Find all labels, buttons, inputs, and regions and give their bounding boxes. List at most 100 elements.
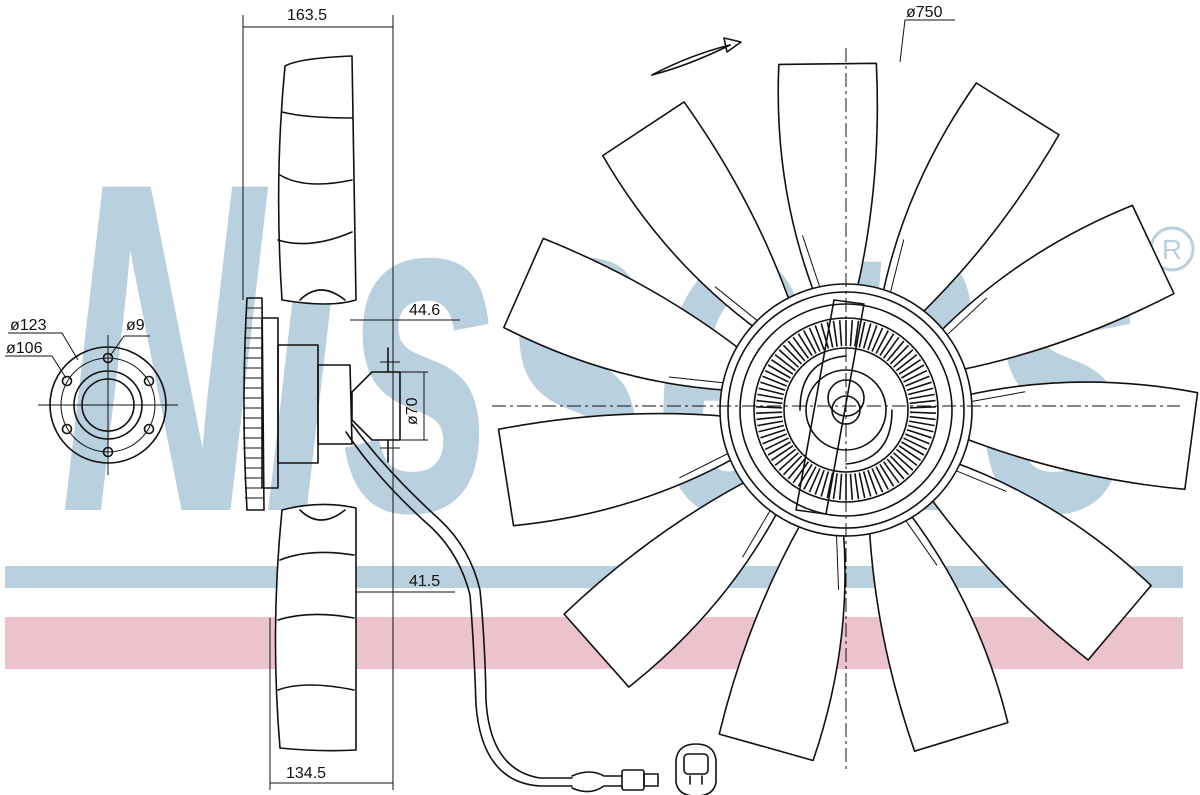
hub-fin — [838, 320, 843, 347]
hub-fin — [862, 471, 872, 497]
hub-fin — [862, 323, 872, 349]
hub-fin — [909, 406, 936, 409]
hub-fin — [903, 437, 928, 451]
hub-fin — [782, 344, 803, 365]
hub-fin — [893, 452, 914, 471]
fan-blade-root-line — [679, 452, 729, 479]
clutch-fins-front — [756, 320, 936, 500]
hub-fin — [879, 463, 895, 487]
hub-fin — [907, 424, 934, 433]
hub-fin — [758, 387, 785, 396]
fan-blade — [563, 478, 781, 688]
fan-blade-root-line — [801, 235, 821, 288]
hub-fin — [905, 433, 930, 445]
hub-fin — [767, 441, 791, 456]
hub-fin — [758, 424, 785, 433]
pilot-diameter-label: ø70 — [404, 397, 421, 425]
hub-fin — [762, 433, 787, 445]
hub-fin — [886, 458, 905, 480]
hub-bolt-circle-label: ø106 — [6, 340, 43, 357]
hub-fin — [778, 349, 799, 368]
hub-fin — [826, 472, 834, 499]
fan-diameter-label: ø750 — [906, 4, 943, 21]
hub-fin — [903, 369, 928, 383]
hub-fin — [757, 420, 784, 427]
hub-fin — [882, 336, 900, 359]
fan-blade — [868, 509, 1009, 752]
hub-fin — [901, 441, 925, 456]
hub-fin — [782, 455, 803, 476]
hub-fin — [756, 399, 783, 405]
fan-blade-root-line — [742, 509, 772, 558]
clutch-fins — [243, 307, 263, 499]
hub-fin — [820, 471, 830, 497]
fan-blades — [497, 62, 1199, 762]
hub-fin — [858, 472, 866, 499]
hub-fin — [898, 359, 922, 375]
hub-fin — [879, 333, 895, 357]
hub-fin — [756, 406, 783, 409]
hub-fin — [886, 340, 905, 362]
hub-fin — [898, 445, 922, 461]
hub-fin — [871, 468, 884, 493]
hub-fin — [889, 455, 910, 476]
hub-fin — [814, 325, 825, 351]
fan-diameter-leader — [899, 19, 955, 63]
registered-mark: R — [1162, 234, 1182, 265]
rotation-arrow — [651, 37, 742, 76]
hub-fin — [905, 375, 930, 387]
hub-fin — [889, 344, 910, 365]
hub-fin — [770, 445, 794, 461]
hub-fin — [882, 461, 900, 484]
hub-fin — [838, 473, 843, 500]
hub-fin — [875, 466, 889, 490]
hub-fin — [814, 469, 825, 495]
hub-fin — [907, 387, 934, 396]
hub-fin — [832, 320, 838, 347]
fan-side-view — [242, 15, 717, 795]
hub-fin — [762, 375, 787, 387]
hub-fin — [893, 349, 914, 368]
hub-fin — [901, 364, 925, 379]
hub-fin — [803, 466, 817, 490]
hub-fin — [767, 364, 791, 379]
hub-fin — [858, 321, 866, 348]
hub-fin — [764, 437, 789, 451]
hub-fin — [787, 458, 806, 480]
hub-bolt-holes — [61, 352, 155, 458]
hub-outer-diameter-label: ø123 — [10, 317, 47, 334]
hub-fin — [908, 420, 935, 427]
hub-fin — [757, 393, 784, 400]
hub-fin — [792, 461, 810, 484]
hub-fin — [808, 327, 821, 352]
fan-blade-root-line — [970, 391, 1026, 403]
fan-blade-root-line — [835, 534, 840, 590]
fan-blade — [718, 519, 846, 762]
hub-fin — [760, 429, 786, 439]
fan-blade-root-line — [889, 239, 905, 294]
hub-bolt-hole-label: ø9 — [126, 317, 145, 334]
hub-fin — [760, 381, 786, 391]
fan-blade — [502, 237, 745, 392]
fan-blade — [497, 412, 739, 527]
hub-fin — [756, 415, 783, 421]
fan-blade-root-line — [668, 376, 725, 384]
hub-fin — [908, 393, 935, 400]
fan-blade-root-line — [714, 286, 759, 322]
hub-fin — [906, 429, 932, 439]
blade-depth-label: 134.5 — [286, 765, 326, 782]
hub-fin — [826, 321, 834, 348]
hub-fin — [909, 399, 936, 405]
hub-fin — [895, 448, 918, 467]
hub-fin — [854, 320, 860, 347]
hub-fin — [854, 473, 860, 500]
fan-blade — [960, 381, 1199, 491]
fan-blade — [927, 460, 1152, 661]
hub-fin — [875, 330, 889, 354]
hub-fin — [774, 353, 797, 372]
hub-fin — [820, 323, 830, 349]
hub-fin — [756, 411, 783, 414]
overall-depth-label: 163.5 — [287, 7, 327, 24]
